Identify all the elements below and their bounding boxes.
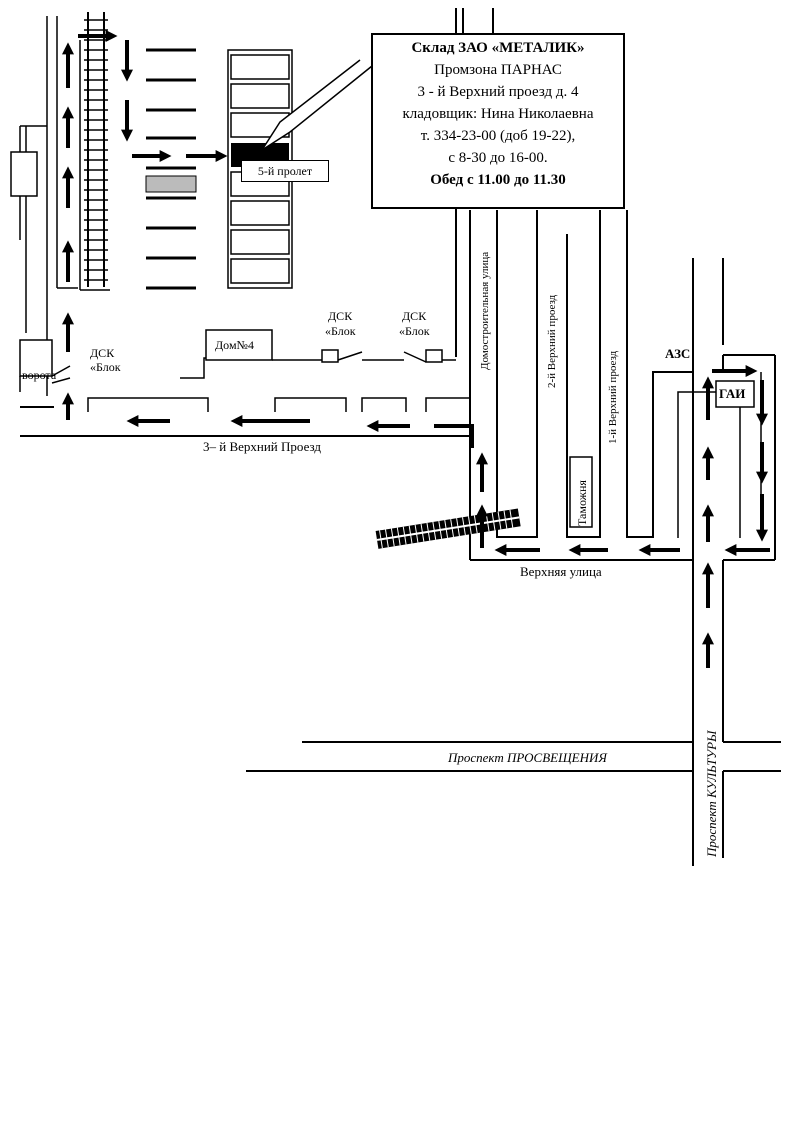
gai-label: ГАИ: [719, 386, 746, 401]
warehouse-info-box: Склад ЗАО «МЕТАЛИК» Промзона ПАРНАС 3 - …: [371, 33, 625, 209]
info-keeper: кладовщик: Нина Николаевна: [402, 106, 594, 122]
info-title: Склад ЗАО «МЕТАЛИК»: [411, 40, 585, 56]
street-upper: Верхняя улица: [520, 564, 602, 579]
rail-crossing: [375, 508, 521, 549]
info-phone: т. 334-23-00 (доб 19-22),: [420, 128, 576, 144]
buildings-row: [19, 329, 470, 412]
house-label: Дом№4: [215, 338, 254, 352]
azs-label: АЗС: [665, 346, 691, 361]
gate-label: ворота: [22, 368, 57, 382]
road-third-proezd: [20, 210, 776, 866]
customs-label: Таможня: [575, 480, 589, 526]
hatched-area: [145, 175, 197, 193]
blok-label-1: «Блок: [90, 360, 121, 374]
parking-marks: [146, 48, 196, 290]
dsk-label-1: ДСК: [90, 346, 115, 360]
route-arrows: [62, 30, 770, 668]
blok-label-3: «Блок: [399, 324, 430, 338]
info-address: 3 - й Верхний проезд д. 4: [417, 84, 579, 100]
info-lunch: Обед с 11.00 до 11.30: [430, 172, 566, 188]
prospekt-roads: [246, 560, 781, 858]
bay-label: 5-й пролет: [241, 160, 329, 182]
dsk-label-3: ДСК: [402, 309, 427, 323]
street-first-proezd: 1-й Верхний проезд: [607, 350, 619, 444]
street-second-proezd: 2-й Верхний проезд: [546, 294, 558, 388]
street-domostroitelnaya: Домостроительная улица: [479, 251, 491, 370]
street-kultury: Проспект КУЛЬТУРЫ: [704, 730, 719, 857]
blok-label-2: «Блок: [325, 324, 356, 338]
street-third-proezd: 3– й Верхний Проезд: [203, 439, 322, 454]
info-hours: с 8-30 до 16-00.: [448, 150, 548, 166]
street-prosveshcheniya: Проспект ПРОСВЕЩЕНИЯ: [448, 750, 607, 765]
customs-building: [569, 456, 593, 528]
gate-post: [10, 151, 38, 197]
proezd-lanes: [496, 210, 693, 538]
info-zone: Промзона ПАРНАС: [434, 62, 562, 78]
railway-track: [79, 12, 110, 291]
dsk-label-2: ДСК: [328, 309, 353, 323]
callout-pointer: [261, 59, 373, 151]
